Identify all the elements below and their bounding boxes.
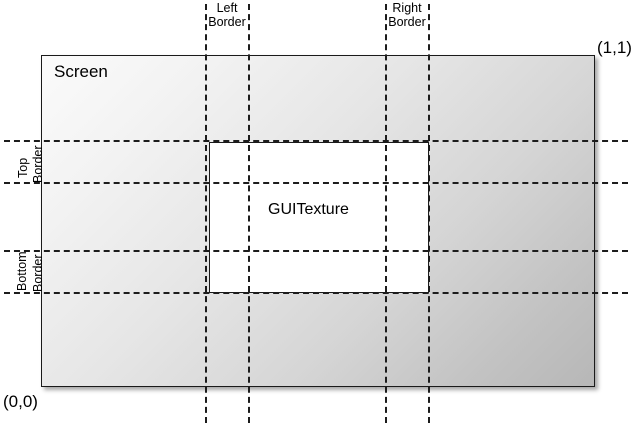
caption-left-border-line2: Border	[208, 15, 246, 29]
caption-right-border-line1: Right	[392, 1, 422, 15]
caption-right-border-line2: Border	[388, 15, 426, 29]
guide-line-vertical-left-inner	[248, 4, 250, 423]
guitexture-label: GUITexture	[268, 201, 349, 218]
coordinate-label-top-right: (1,1)	[597, 38, 632, 57]
guide-line-horizontal-top-outer	[4, 140, 628, 142]
guide-line-horizontal-bottom-inner	[4, 250, 628, 252]
coordinate-label-bottom-left: (0,0)	[3, 392, 38, 411]
caption-right-border: Right Border	[379, 1, 435, 29]
guide-line-horizontal-bottom-outer	[4, 292, 628, 294]
caption-top-border-line2: Border	[31, 145, 45, 183]
guide-line-horizontal-top-inner	[4, 182, 628, 184]
caption-top-border-line1: Top	[16, 157, 30, 178]
caption-bottom-border-line1: Bottom	[15, 251, 29, 291]
guitexture-rectangle	[209, 142, 429, 293]
caption-left-border-line1: Left	[216, 1, 238, 15]
guide-line-vertical-right-inner	[385, 4, 387, 423]
screen-label: Screen	[54, 62, 108, 81]
caption-left-border: Left Border	[199, 1, 255, 29]
guide-line-vertical-left-outer	[205, 4, 207, 423]
caption-bottom-border-line2: Border	[31, 254, 45, 292]
guide-line-vertical-right-outer	[428, 4, 430, 423]
